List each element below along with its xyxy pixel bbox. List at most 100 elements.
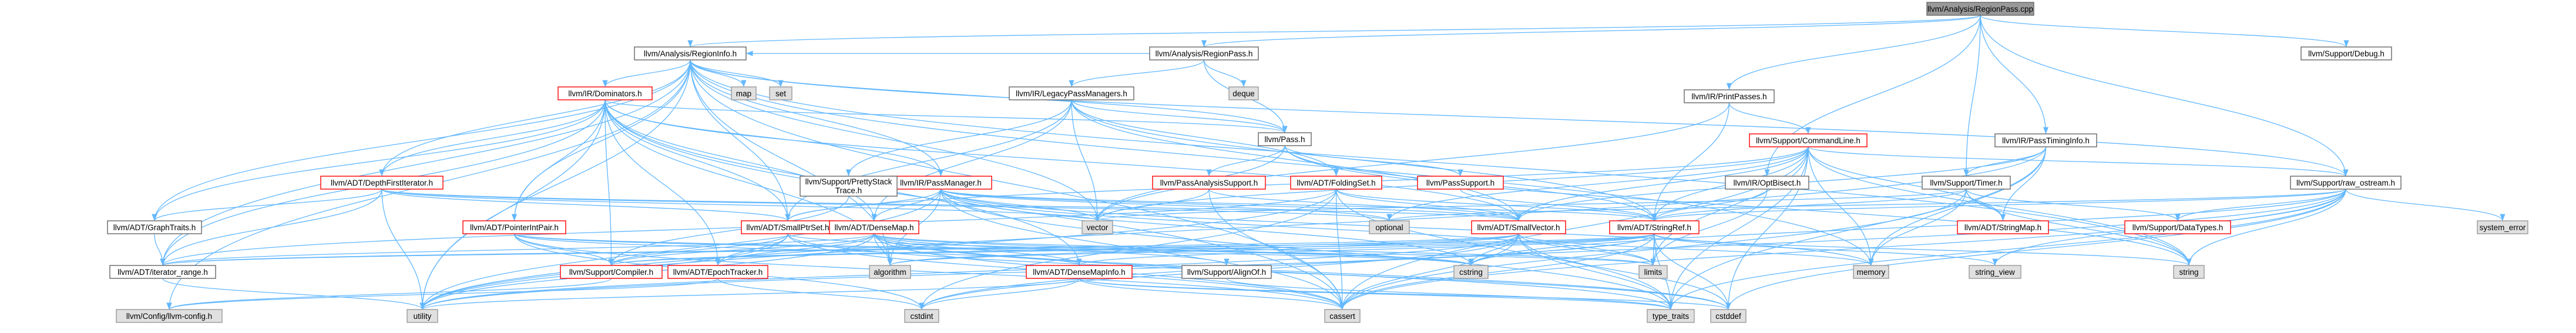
node-passmanager[interactable]: llvm/IR/PassManager.h	[889, 176, 992, 190]
node-map: map	[731, 86, 757, 100]
edge-depthfirst-to-optional	[381, 189, 1392, 221]
node-densemap[interactable]: llvm/ADT/DenseMap.h	[829, 220, 919, 234]
edge-densemap-to-cstring	[874, 233, 1474, 266]
edge-legacypm-to-smallptrset	[785, 99, 1072, 221]
node-printpasses[interactable]: llvm/IR/PrintPasses.h	[1684, 89, 1775, 103]
edge-optbisect-to-limits	[1650, 189, 1768, 266]
node-algorithm: algorithm	[869, 265, 911, 279]
edge-densemapinfo-to-cstddef	[1079, 278, 1731, 310]
node-label: algorithm	[874, 268, 906, 277]
node-llvmconfig: llvm/Config/llvm-config.h	[116, 309, 223, 323]
edge-depthfirst-to-graphtraits	[152, 189, 382, 221]
node-commandline[interactable]: llvm/Support/CommandLine.h	[1749, 133, 1868, 147]
nodes-layer: llvm/Analysis/RegionPass.cppllvm/Analysi…	[107, 2, 2528, 323]
node-label: string_view	[1975, 268, 2015, 277]
node-memory: memory	[1853, 265, 1889, 279]
node-label: llvm/ADT/DepthFirstIterator.h	[331, 179, 433, 187]
node-box	[407, 309, 438, 323]
node-compiler[interactable]: llvm/Support/Compiler.h	[560, 265, 663, 279]
edge-legacypm-to-pass	[1071, 99, 1288, 133]
edge-rawostream-to-cstring	[1468, 189, 2346, 266]
edge-root-to-passtiminginfo	[1980, 15, 2049, 134]
edge-passmanager-to-utility	[419, 189, 942, 310]
node-depthfirst[interactable]: llvm/ADT/DepthFirstIterator.h	[320, 176, 444, 190]
node-dominators[interactable]: llvm/IR/Dominators.h	[557, 86, 653, 100]
node-stringmap[interactable]: llvm/ADT/StringMap.h	[1957, 220, 2049, 234]
edge-regioninfo-to-pointerintpair	[511, 59, 691, 221]
node-stringref[interactable]: llvm/ADT/StringRef.h	[1609, 220, 1700, 234]
node-box	[1922, 176, 2011, 190]
node-densemapinfo[interactable]: llvm/ADT/DenseMapInfo.h	[1026, 265, 1133, 279]
node-label: optional	[1375, 223, 1403, 232]
edge-passtiminginfo-to-typetraits	[1668, 146, 2047, 310]
node-label: vector	[1087, 223, 1109, 232]
node-label: llvm/Analysis/RegionPass.h	[1156, 49, 1253, 58]
node-alignof[interactable]: llvm/Support/AlignOf.h	[1181, 265, 1272, 279]
node-label: llvm/PassSupport.h	[1426, 179, 1494, 187]
node-debug[interactable]: llvm/Support/Debug.h	[2300, 46, 2392, 60]
node-smallvector[interactable]: llvm/ADT/SmallVector.h	[1471, 220, 1566, 234]
node-pointerintpair[interactable]: llvm/ADT/PointerIntPair.h	[462, 220, 566, 234]
node-label: utility	[414, 312, 432, 321]
node-label: llvm/ADT/StringMap.h	[1964, 223, 2041, 232]
node-label: llvm/IR/PassManager.h	[900, 179, 982, 187]
node-box	[2124, 220, 2231, 234]
edge-regioninfo-to-dominators	[602, 59, 691, 88]
node-label: llvm/ADT/EpochTracker.h	[673, 268, 763, 277]
edge-root-to-debug	[1980, 15, 2349, 48]
node-cstring: cstring	[1453, 265, 1489, 279]
edge-densemap-to-iteratorrange	[160, 233, 875, 266]
edge-stringref-to-algorithm	[887, 233, 1655, 266]
node-epochtracker[interactable]: llvm/ADT/EpochTracker.h	[667, 265, 768, 279]
edge-root-to-timer	[1963, 15, 1981, 177]
node-box	[800, 176, 898, 197]
node-box	[1258, 132, 1312, 146]
node-iteratorrange[interactable]: llvm/ADT/iterator_range.h	[109, 265, 216, 279]
node-optbisect[interactable]: llvm/IR/OptBisect.h	[1725, 176, 1809, 190]
node-label: llvm/ADT/SmallPtrSet.h	[746, 223, 829, 232]
node-label: llvm/IR/PassTimingInfo.h	[2002, 136, 2090, 145]
node-rawostream[interactable]: llvm/Support/raw_ostream.h	[2290, 176, 2402, 190]
node-box	[1228, 86, 1259, 100]
edge-passmanager-to-typetraits	[940, 189, 1674, 310]
edge-regionpass-to-deque	[1203, 59, 1247, 88]
node-regionpass[interactable]: llvm/Analysis/RegionPass.h	[1149, 46, 1259, 60]
node-box	[667, 265, 768, 279]
node-graphtraits[interactable]: llvm/ADT/GraphTraits.h	[107, 220, 202, 234]
node-box	[1684, 89, 1775, 103]
edge-printpasses-to-vector	[1094, 102, 1730, 221]
node-smallptrset[interactable]: llvm/ADT/SmallPtrSet.h	[741, 220, 835, 234]
edge-pass-to-passsupport	[1284, 145, 1463, 177]
node-legacypm[interactable]: llvm/IR/LegacyPassManagers.h	[1009, 86, 1134, 100]
edge-dominators-to-cassert	[604, 99, 1345, 310]
node-label: llvm/ADT/PointerIntPair.h	[470, 223, 559, 232]
edge-passtiminginfo-to-timer	[1963, 146, 2047, 177]
node-passtiminginfo[interactable]: llvm/IR/PassTimingInfo.h	[1994, 133, 2097, 147]
node-passanalysissupport[interactable]: llvm/PassAnalysisSupport.h	[1152, 176, 1266, 190]
edge-depthfirst-to-vector	[381, 189, 1100, 221]
edge-pointerintpair-to-cstring	[513, 233, 1473, 266]
node-label: llvm/Support/CommandLine.h	[1756, 136, 1860, 145]
edge-passanalysissupport-to-smallvector	[1208, 189, 1522, 221]
node-box	[1181, 265, 1272, 279]
edge-timer-to-cassert	[1339, 189, 1967, 310]
node-box	[557, 86, 653, 100]
node-label: cstring	[1459, 268, 1483, 277]
edge-regioninfo-to-graphtraits	[152, 59, 691, 221]
node-regioninfo[interactable]: llvm/Analysis/RegionInfo.h	[634, 46, 747, 60]
node-timer[interactable]: llvm/Support/Timer.h	[1922, 176, 2011, 190]
edge-commandline-to-string	[1808, 146, 2192, 266]
edge-smallvector-to-cassert	[1339, 233, 1519, 310]
node-typetraits: type_traits	[1647, 309, 1695, 323]
node-foldingset[interactable]: llvm/ADT/FoldingSet.h	[1290, 176, 1382, 190]
edge-regioninfo-to-rawostream	[690, 59, 2349, 177]
edge-foldingset-to-smallvector	[1335, 189, 1522, 221]
node-label: llvm/Support/Debug.h	[2308, 49, 2384, 58]
node-datatypes[interactable]: llvm/Support/DataTypes.h	[2124, 220, 2231, 234]
node-pass[interactable]: llvm/Pass.h	[1258, 132, 1312, 146]
node-passsupport[interactable]: llvm/PassSupport.h	[1417, 176, 1504, 190]
edge-rawostream-to-cstddef	[1725, 189, 2346, 310]
